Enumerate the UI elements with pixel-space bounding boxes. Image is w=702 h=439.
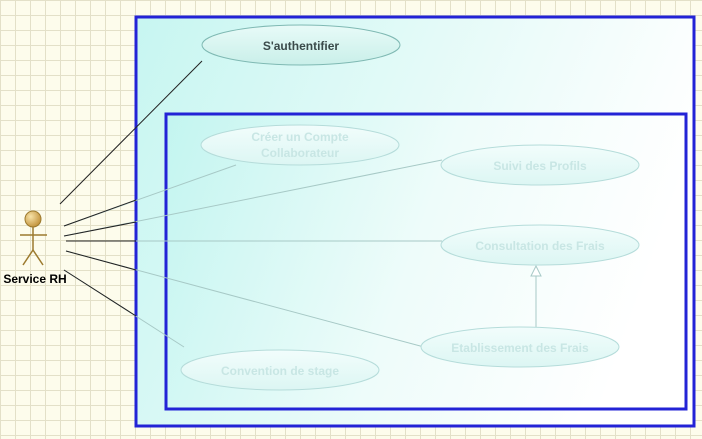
stick-figure-icon bbox=[20, 210, 47, 266]
associations bbox=[59, 60, 443, 348]
use-case-authenticate-label: S'authentifier bbox=[263, 39, 340, 53]
use-case-create-account-label-2: Collaborateur bbox=[261, 146, 339, 160]
generalization-arrow[interactable] bbox=[530, 264, 542, 328]
use-case-internship-agreement-label: Convention de stage bbox=[221, 364, 339, 378]
actor-label: Service RH bbox=[3, 272, 66, 286]
use-case-expense-consultation-label: Consultation des Frais bbox=[475, 239, 605, 253]
association-authenticate[interactable] bbox=[59, 60, 203, 205]
use-case-expense-entry-label: Etablissement des Frais bbox=[451, 341, 589, 355]
use-case-profile-tracking[interactable]: Suivi des Profils bbox=[440, 144, 640, 186]
use-case-create-account-label-1: Créer un Compte bbox=[251, 130, 349, 144]
use-case-expense-consultation[interactable]: Consultation des Frais bbox=[440, 224, 640, 266]
use-case-expense-entry[interactable]: Etablissement des Frais bbox=[420, 326, 620, 368]
actor-service-rh[interactable]: Service RH bbox=[3, 210, 67, 286]
use-case-create-account[interactable]: Créer un Compte Collaborateur bbox=[200, 124, 400, 166]
use-case-internship-agreement[interactable]: Convention de stage bbox=[180, 349, 380, 391]
use-case-authenticate[interactable]: S'authentifier bbox=[201, 24, 401, 66]
use-case-profile-tracking-label: Suivi des Profils bbox=[493, 159, 587, 173]
